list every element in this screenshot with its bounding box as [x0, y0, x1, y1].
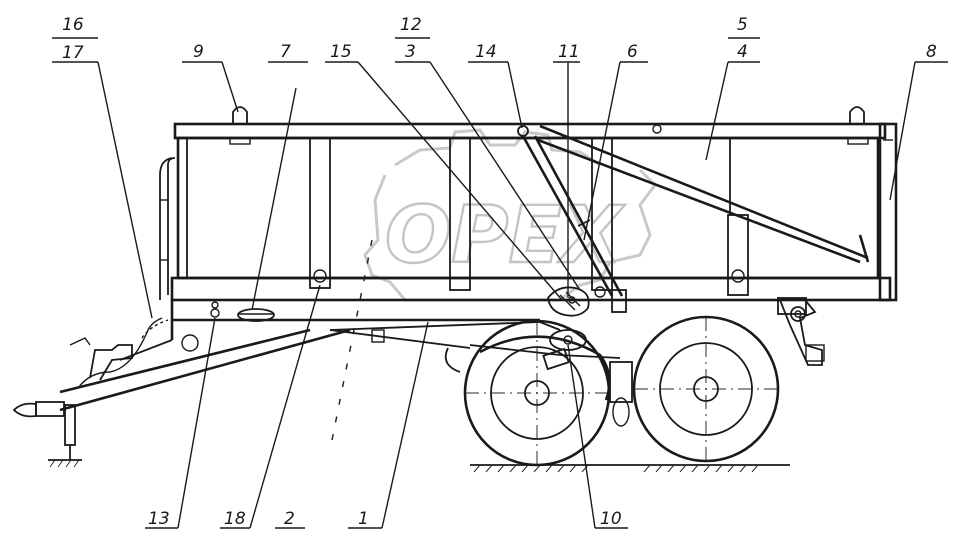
- callout-labels: 16 17 9 7 15 12 3 14 11 6 5 4 8 13 18 2 …: [62, 15, 937, 529]
- callout-6: 6: [627, 42, 638, 62]
- callout-10: 10: [600, 509, 622, 529]
- callout-17: 17: [62, 43, 84, 63]
- watermark-text: OPEX: [385, 191, 626, 281]
- callout-5: 5: [737, 15, 748, 35]
- callout-12: 12: [400, 15, 422, 35]
- leader-lines: [52, 37, 948, 529]
- callout-1: 1: [358, 509, 369, 529]
- drawbar: [12, 317, 351, 460]
- callout-4: 4: [737, 42, 748, 62]
- callout-14: 14: [475, 42, 497, 62]
- callout-7: 7: [280, 42, 291, 62]
- callout-9: 9: [193, 42, 204, 62]
- callout-2: 2: [284, 509, 295, 529]
- rear-wheel-set: [444, 315, 780, 467]
- body-stakes: [309, 137, 749, 296]
- ground: [48, 459, 790, 473]
- gear-icon: [363, 128, 657, 302]
- callout-11: 11: [558, 42, 580, 62]
- dump-body: [170, 106, 898, 302]
- body-lock-mechanism: [547, 286, 590, 317]
- callout-18: 18: [224, 509, 246, 529]
- diagonal-brace: [537, 124, 870, 264]
- watermark-logo: OPEX: [363, 128, 657, 302]
- callout-16: 16: [62, 15, 84, 35]
- lifting-eye-front: [229, 106, 251, 145]
- callout-15: 15: [330, 42, 352, 62]
- front-handrail: [159, 157, 176, 300]
- callout-13: 13: [148, 509, 170, 529]
- callout-8: 8: [926, 42, 937, 62]
- callout-3: 3: [405, 42, 416, 62]
- lifting-eye-rear: [847, 106, 869, 145]
